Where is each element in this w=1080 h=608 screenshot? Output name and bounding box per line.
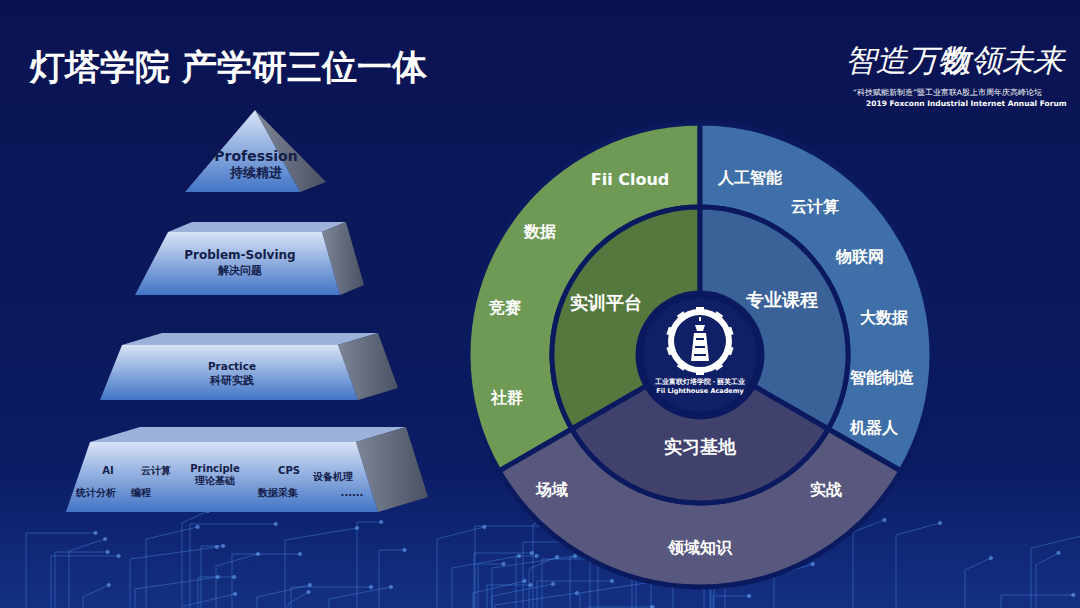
node-label: Fii Cloud <box>591 171 670 189</box>
node-label: Fii Lighthouse Academy <box>656 388 744 395</box>
forum-name-en: 2019 Foxconn Industrial Internet Annual … <box>866 99 1067 108</box>
pyramid-tier: Profession 持续精进 <box>183 108 328 194</box>
node-label: Practice <box>208 360 256 372</box>
node-label: 实习基地 <box>664 437 736 458</box>
node-label: AI <box>102 465 113 477</box>
node-label: 统计分析 <box>76 487 116 499</box>
node-label: 解决问题 <box>218 265 262 278</box>
node-label: 物联网 <box>836 248 884 266</box>
node-label: 实训平台 <box>570 293 642 314</box>
node-label: 持续精进 <box>230 166 282 181</box>
node-label: 社群 <box>491 389 523 407</box>
pyramid-tier: AI 云计算 Principle 理论基础 CPS 设备机理统计分析 编程 数据采集....… <box>64 425 430 514</box>
node-label: 实战 <box>810 481 842 499</box>
academy-logo: 工业富联灯塔学院 · 丽英工业 Fii Lighthouse Academy <box>640 295 760 415</box>
node-label: 云计算 <box>141 465 171 477</box>
node-outline <box>64 425 430 514</box>
node-label: 机器人 <box>850 419 898 437</box>
node-label: 大数据 <box>860 309 908 327</box>
node-label: 工业富联灯塔学院 · 丽英工业 <box>655 379 746 386</box>
forum-name: “科技赋能新制造”暨工业富联A股上市周年庆高峰论坛 <box>853 88 1042 98</box>
node-label: 设备机理 <box>313 471 353 483</box>
node-label: 专业课程 <box>746 290 818 311</box>
pyramid-tier: Problem-Solving 解决问题 <box>133 220 366 297</box>
node-label: CPS <box>278 465 300 477</box>
node-label: 场域 <box>536 481 568 499</box>
node-label: Profession <box>214 148 297 164</box>
pyramid-tier: Practice 科研实践 <box>98 331 400 402</box>
node-label: 人工智能 <box>718 169 782 187</box>
node-label: 科研实践 <box>210 374 254 386</box>
node-label: 编程 <box>131 487 151 499</box>
node-label: 智能制造 <box>850 369 914 387</box>
node-label: 数据采集 <box>258 487 298 499</box>
node-label: ...... <box>341 487 364 499</box>
slogan-text: 数领未来 <box>940 40 1064 82</box>
node-outline <box>640 295 760 415</box>
node-label: Problem-Solving <box>184 249 295 263</box>
slide-title: 灯塔学院 产学研三位一体 <box>30 44 427 91</box>
node-label: 领域知识 <box>668 539 732 557</box>
node-label: 竞赛 <box>489 299 521 317</box>
node-label: Principle 理论基础 <box>186 463 244 486</box>
node-label: 云计算 <box>791 198 839 216</box>
node-label: 数据 <box>524 223 556 241</box>
